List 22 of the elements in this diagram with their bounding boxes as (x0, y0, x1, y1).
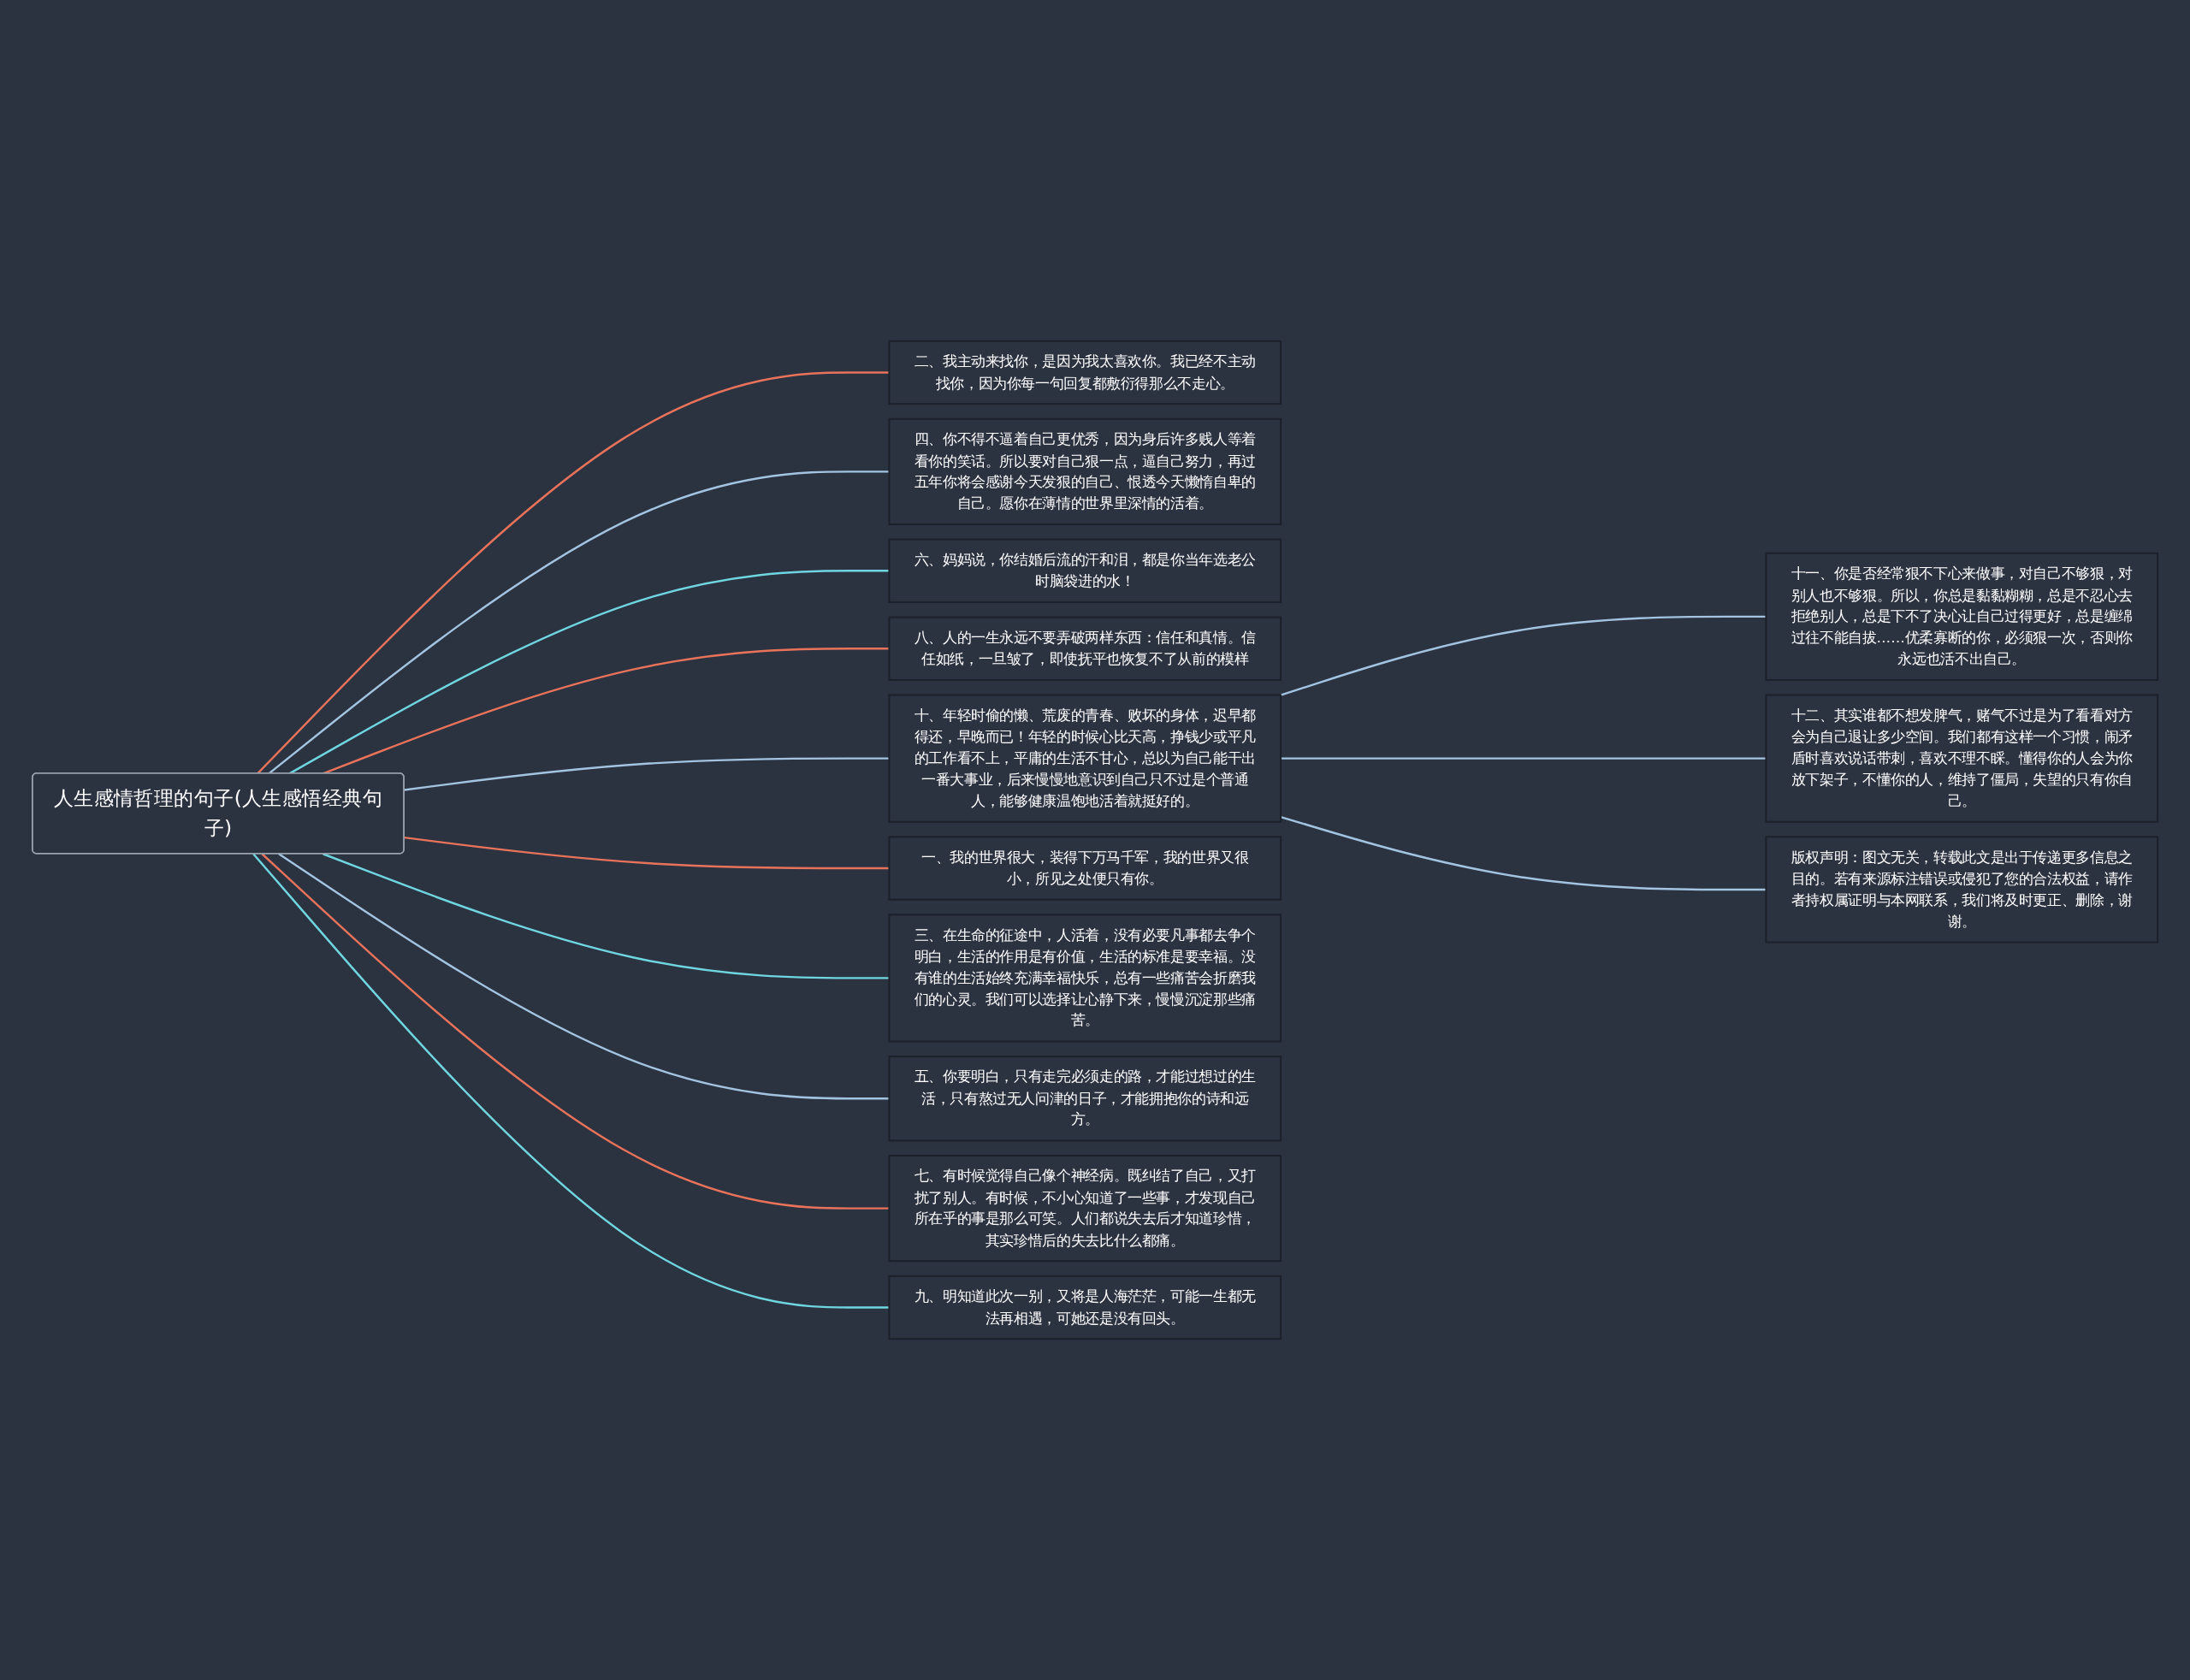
connector (278, 853, 890, 1100)
connector (323, 853, 890, 979)
node-box: 九、明知道此次一别，又将是人海茫茫，可能一生都无法再相遇，可她还是没有回头。 (888, 1275, 1282, 1340)
connector (261, 853, 890, 1210)
connector (1280, 615, 1767, 696)
node-box: 一、我的世界很大，装得下万马千军，我的世界又很小，所见之处便只有你。 (888, 836, 1282, 901)
node-box: 七、有时候觉得自己像个神经病。既纠结了自己，又打扰了别人。有时候，不小心知道了一些事，才发现自己所在乎的事是那么可笑。人们都说失去后才知道珍惜，其实珍惜后的失去比什么都痛。 (888, 1155, 1282, 1263)
node-box: 十一、你是否经常狠不下心来做事，对自己不够狠，对别人也不够狠。所以，你总是黏黏糊糊，总是不忍心去拒绝别人，总是下不了决心让自己过得更好，总是缠绵过往不能自拔……优柔寡断的你，必须狠一次，否则你永远也活不出自己。 (1765, 552, 2159, 681)
connector (404, 836, 890, 870)
node-box: 十二、其实谁都不想发脾气，赌气不过是为了看看对方会为自己退让多少空间。我们都有这样一个习惯，闹矛盾时喜欢说话带刺，喜欢不理不睬。懂得你的人会为你放下架子，不懂你的人，维持了僵局，失望的只有你自己。 (1765, 694, 2159, 823)
node-box: 六、妈妈说，你结婚后流的汗和泪，都是你当年选老公时脑袋进的水！ (888, 538, 1282, 603)
connector (404, 757, 890, 791)
node-box: 版权声明：图文无关，转载此文是出于传递更多信息之目的。若有来源标注错误或侵犯了您的合法权益，请作者持权属证明与本网联系，我们将及时更正、删除，谢谢。 (1765, 836, 2159, 944)
node-box: 十、年轻时偷的懒、荒废的青春、败坏的身体，迟早都得还，早晚而已！年轻的时候心比天高，挣钱少或平凡的工作看不上，平庸的生活不甘心，总以为自己能干出一番大事业，后来慢慢地意识到自己只不过是个普通人，能够健康温饱地活着就挺好的。 (888, 694, 1282, 823)
node-box: 三、在生命的征途中，人活着，没有必要凡事都去争个明白，生活的作用是有价值，生活的标准是要幸福。没有谁的生活始终充满幸福快乐，总有一些痛苦会折磨我们的心灵。我们可以选择让心静下来，慢慢沉淀那些痛苦。 (888, 914, 1282, 1043)
node-box: 五、你要明白，只有走完必须走的路，才能过想过的生活，只有熬过无人问津的日子，才能拥抱你的诗和远方。 (888, 1056, 1282, 1142)
node-box: 二、我主动来找你，是因为我太喜欢你。我已经不主动找你，因为你每一句回复都敷衍得那么不走心。 (888, 340, 1282, 405)
node-box: 四、你不得不逼着自己更优秀，因为身后许多贱人等着看你的笑话。所以要对自己狠一点，逼自己努力，再过五年你将会感谢今天发狠的自己、恨透今天懒惰自卑的自己。愿你在薄情的世界里深情的活着。 (888, 417, 1282, 525)
node-box: 八、人的一生永远不要弄破两样东西：信任和真情。信任如纸，一旦皱了，即使抚平也恢复不了从前的模样 (888, 616, 1282, 681)
connector (1280, 815, 1767, 891)
connector (252, 853, 890, 1309)
connector (1281, 757, 1767, 760)
